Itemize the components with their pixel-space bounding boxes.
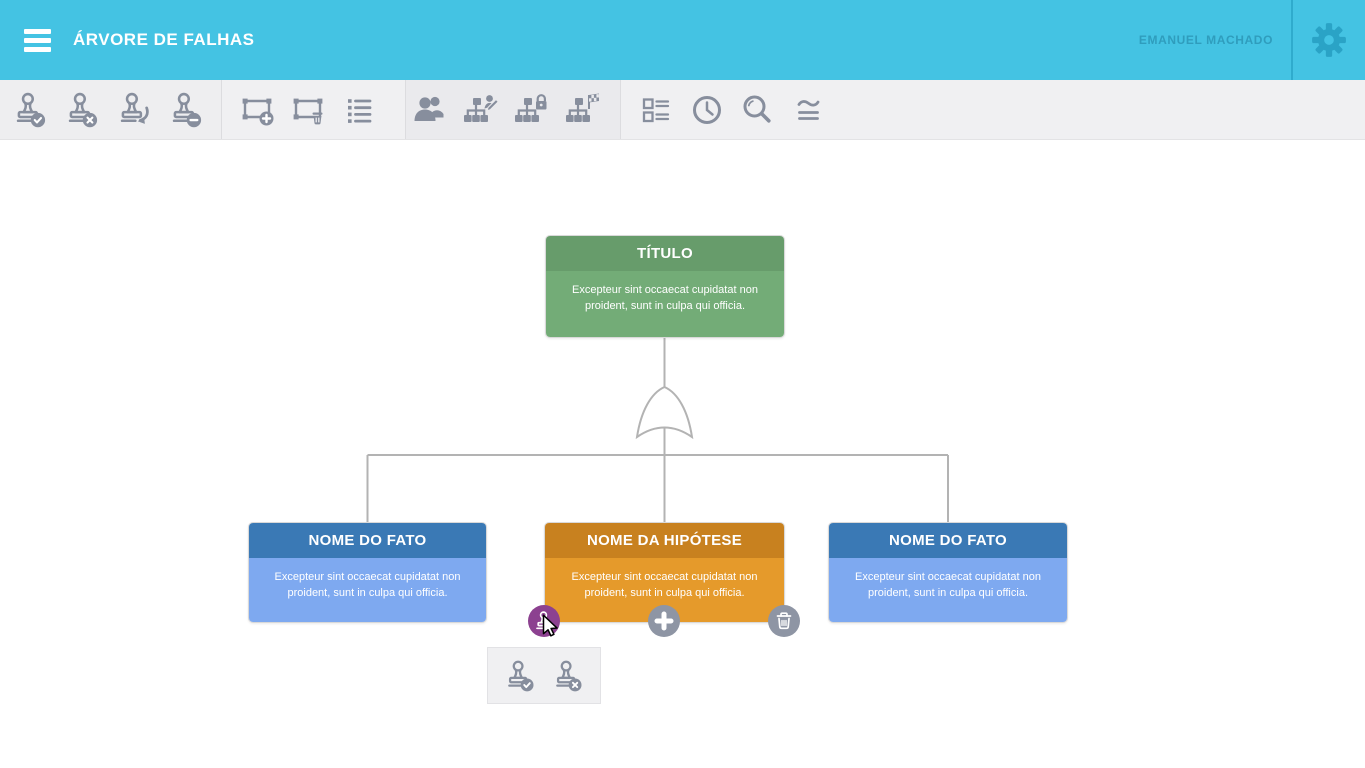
gear-icon [1312, 23, 1346, 57]
area-delete-button[interactable] [286, 88, 330, 132]
tree-node-fact-right[interactable]: NOME DO FATO Excepteur sint occaecat cup… [828, 522, 1068, 623]
stamp-remove-icon [172, 92, 202, 127]
stamp-approve-icon [16, 92, 46, 127]
toolbar-group-area-actions [222, 80, 405, 139]
stamp-approve-icon [507, 660, 534, 691]
menu-button[interactable] [18, 23, 57, 58]
stamp-approve-button[interactable] [8, 88, 52, 132]
area-add-icon [242, 98, 274, 125]
toolbar-group-view-actions [621, 80, 1365, 139]
tree-connectors [366, 338, 949, 522]
page-title: ÁRVORE DE FALHAS [73, 30, 255, 49]
diagram-canvas[interactable]: TÍTULO Excepteur sint occaecat cupidatat… [0, 140, 1365, 767]
node-title: NOME DA HIPÓTESE [545, 523, 784, 558]
popup-stamp-approve-button[interactable] [503, 659, 537, 693]
search-icon [743, 95, 771, 123]
search-button[interactable] [736, 88, 780, 132]
or-gate-icon [635, 385, 694, 440]
stamp-reject-icon [68, 92, 98, 127]
tree-finish-button[interactable] [561, 88, 605, 132]
list-button[interactable] [337, 88, 381, 132]
compare-icon [797, 99, 820, 120]
tree-node-fact-left[interactable]: NOME DO FATO Excepteur sint occaecat cup… [248, 522, 487, 623]
user-name[interactable]: EMANUEL MACHADO [1138, 33, 1273, 47]
list-icon [348, 98, 372, 123]
stamp-reject-icon [556, 660, 582, 691]
toolbar-separator [405, 80, 406, 139]
area-add-button[interactable] [235, 88, 279, 132]
node-description: Excepteur sint occaecat cupidatat non pr… [546, 271, 784, 337]
header-divider [1291, 0, 1293, 80]
toolbar-separator [620, 80, 621, 139]
hamburger-icon [24, 28, 51, 34]
node-description: Excepteur sint occaecat cupidatat non pr… [829, 558, 1067, 622]
details-icon [642, 97, 670, 122]
tree-edit-icon [464, 94, 499, 122]
node-stamp-button[interactable] [528, 605, 560, 637]
app-header: ÁRVORE DE FALHAS EMANUEL MACHADO [0, 0, 1365, 80]
node-description: Excepteur sint occaecat cupidatat non pr… [249, 558, 486, 622]
toolbar-group-stamp-actions [0, 80, 221, 139]
node-title: TÍTULO [546, 236, 784, 271]
stamp-undo-button[interactable] [112, 88, 156, 132]
tree-node-root[interactable]: TÍTULO Excepteur sint occaecat cupidatat… [545, 235, 785, 338]
history-button[interactable] [685, 88, 729, 132]
stamp-icon [536, 611, 551, 630]
users-button[interactable] [408, 88, 452, 132]
settings-button[interactable] [1293, 0, 1365, 80]
header-right: EMANUEL MACHADO [1139, 0, 1365, 80]
node-delete-button[interactable] [768, 605, 800, 637]
details-button[interactable] [634, 88, 678, 132]
history-icon [693, 95, 721, 124]
node-title: NOME DO FATO [249, 523, 486, 558]
tree-lock-icon [515, 93, 547, 122]
tree-finish-icon [566, 93, 599, 122]
toolbar-separator [221, 80, 222, 139]
node-add-button[interactable] [648, 605, 680, 637]
tree-node-hypothesis[interactable]: NOME DA HIPÓTESE Excepteur sint occaecat… [544, 522, 785, 623]
compare-button[interactable] [787, 88, 831, 132]
popup-stamp-reject-button[interactable] [551, 659, 585, 693]
users-icon [414, 96, 444, 121]
tree-lock-button[interactable] [510, 88, 554, 132]
toolbar-group-tree-actions [406, 80, 620, 139]
node-title: NOME DO FATO [829, 523, 1067, 558]
stamp-undo-icon [120, 92, 149, 124]
trash-icon [776, 612, 792, 630]
stamp-reject-button[interactable] [60, 88, 104, 132]
plus-icon [654, 611, 674, 631]
stamp-popup [487, 647, 601, 704]
toolbar [0, 80, 1365, 140]
area-delete-icon [293, 98, 323, 124]
stamp-remove-button[interactable] [164, 88, 208, 132]
tree-edit-button[interactable] [459, 88, 503, 132]
